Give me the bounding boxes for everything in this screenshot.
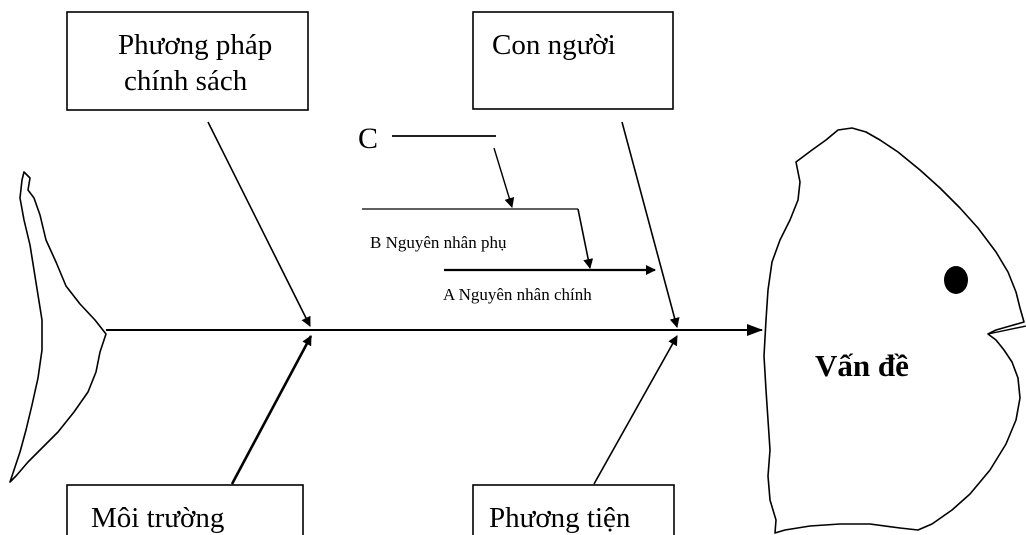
box-bottom-left [66,484,304,535]
box-top-left-line2: chính sách [124,65,248,97]
fish-eye [944,266,968,294]
fish-mouth [987,325,1026,335]
box-bottom-right-label: Phương tiện [489,502,631,534]
bone-top-left [207,121,311,327]
bone-top-right [621,121,680,328]
box-top-left [66,11,309,111]
cause-a-label: A Nguyên nhân chính [443,285,592,304]
fish-head [763,127,1025,534]
problem-label: Vấn đề [815,348,909,383]
cause-b-arrow [577,208,594,269]
bone-bottom-left [230,335,313,485]
cause-c-arrow [493,147,515,208]
fish-tail [9,171,107,483]
bone-bottom-right [593,335,678,485]
cause-b-label: B Nguyên nhân phụ [370,233,507,252]
box-bottom-right [472,484,675,535]
box-top-right-label: Con người [492,29,616,61]
box-bottom-left-label: Môi trường [91,502,224,534]
cause-c-label: C [358,122,378,155]
box-top-left-line1: Phương pháp [118,29,272,61]
box-top-right [472,11,674,110]
